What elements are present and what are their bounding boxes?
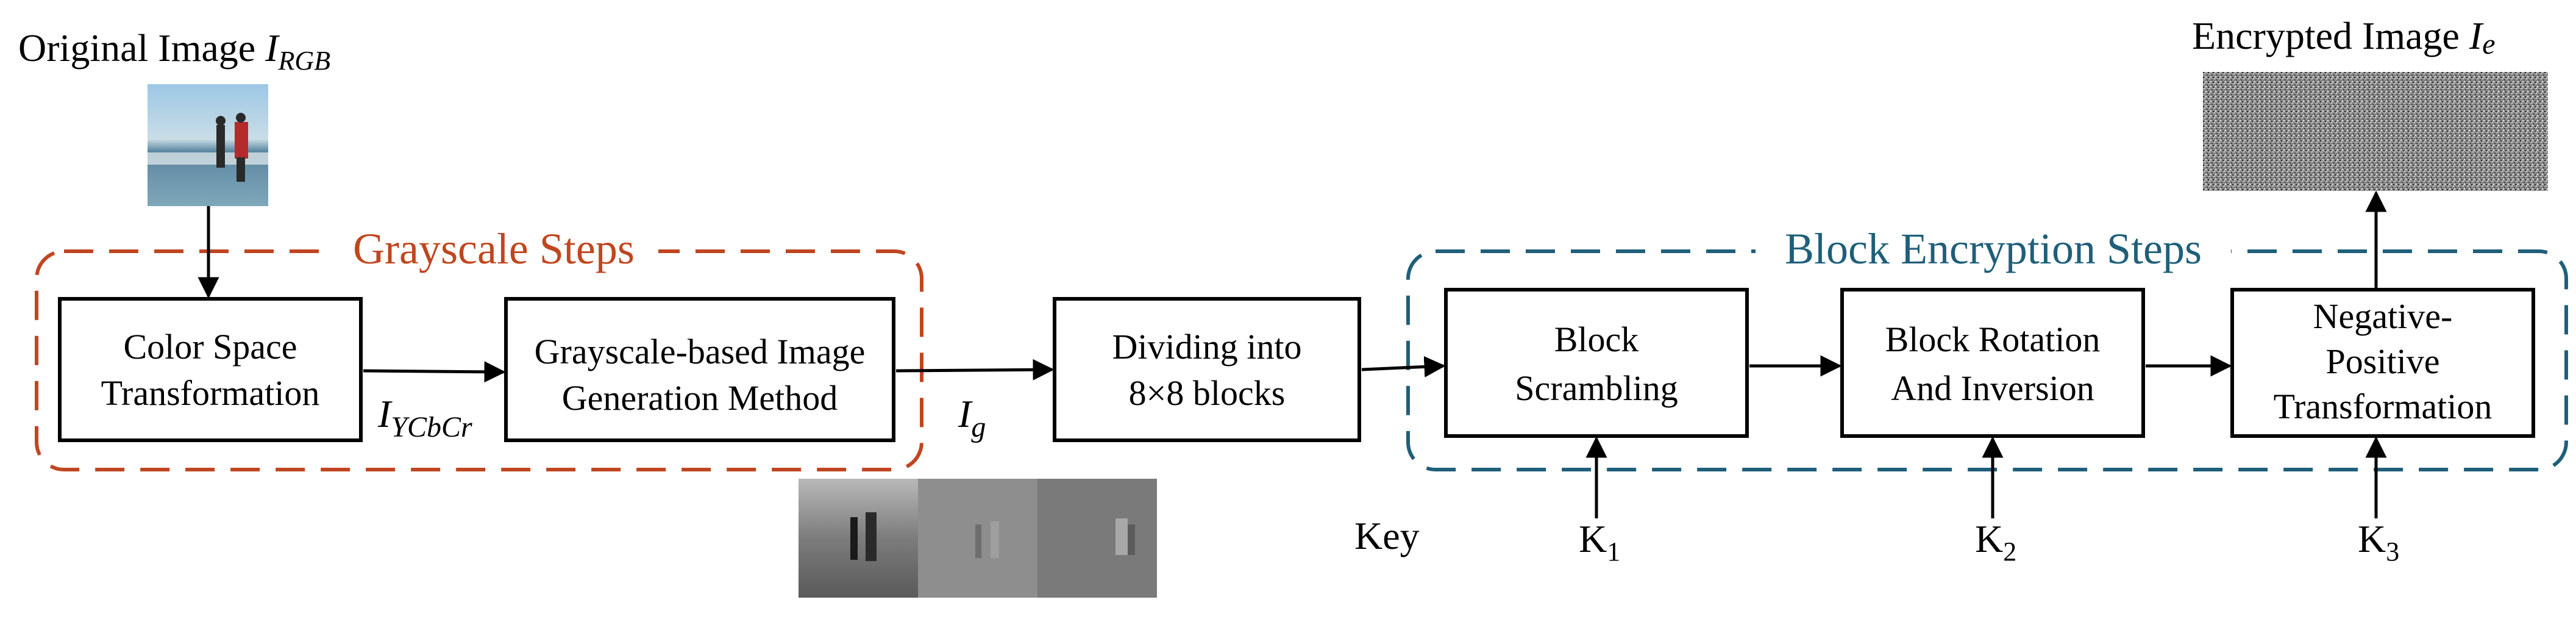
arrow-colorspace-to-grayscale <box>363 361 506 383</box>
svg-text:Scrambling: Scrambling <box>1515 368 1678 408</box>
encrypted-image-label: Encrypted Image Ie <box>2192 14 2496 60</box>
block-rotation-box: Block Rotation And Inversion <box>1840 288 2145 438</box>
encrypted-image-thumbnail <box>2203 72 2548 191</box>
k3-label: K3 <box>2358 517 2399 567</box>
svg-text:Color Space: Color Space <box>123 327 297 367</box>
original-image-thumbnail <box>148 84 268 206</box>
key-label: Key <box>1354 514 1420 557</box>
svg-text:Transformation: Transformation <box>101 373 320 413</box>
grayscale-image-strip <box>799 479 1157 598</box>
svg-text:8×8 blocks: 8×8 blocks <box>1129 373 1286 413</box>
svg-text:Block: Block <box>1554 320 1639 359</box>
color-space-box: Color Space Transformation <box>58 297 363 442</box>
svg-text:Negative-: Negative- <box>2313 296 2453 336</box>
svg-text:Generation Method: Generation Method <box>562 378 838 418</box>
k1-label: K1 <box>1579 517 1620 567</box>
svg-text:And Inversion: And Inversion <box>1891 368 2094 408</box>
dividing-blocks-box: Dividing into 8×8 blocks <box>1053 297 1361 442</box>
ig-label: Ig <box>958 392 986 443</box>
block-encryption-steps-title: Block Encryption Steps <box>1785 224 2202 273</box>
svg-text:Block Rotation: Block Rotation <box>1885 320 2101 359</box>
grayscale-steps-title: Grayscale Steps <box>353 224 635 273</box>
grayscale-method-box: Grayscale-based Image Generation Method <box>504 297 895 442</box>
original-image-label: Original Image IRGB <box>18 26 330 76</box>
arrow-dividing-to-scrambling <box>1361 356 1446 377</box>
block-scrambling-box: Block Scrambling <box>1444 288 1749 438</box>
svg-text:Grayscale-based Image: Grayscale-based Image <box>535 332 866 371</box>
svg-text:Transformation: Transformation <box>2274 387 2492 426</box>
svg-text:Dividing into: Dividing into <box>1112 327 1302 367</box>
negative-positive-box: Negative- Positive Transformation <box>2230 288 2535 438</box>
arrow-grayscale-to-dividing <box>895 359 1055 381</box>
k2-label: K2 <box>1975 517 2016 567</box>
svg-text:Positive: Positive <box>2326 342 2440 381</box>
ycbcr-label: IYCbCr <box>377 392 472 443</box>
